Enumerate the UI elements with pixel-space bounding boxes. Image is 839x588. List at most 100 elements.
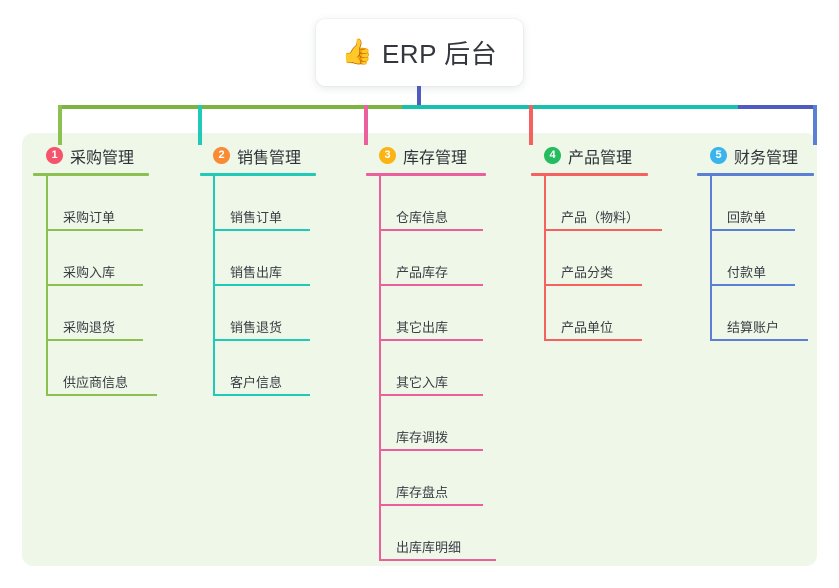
column-header-rule-1 [33, 173, 149, 176]
list-item-rule [379, 559, 496, 561]
list-item[interactable]: 采购订单 [46, 176, 149, 231]
list-item[interactable]: 其它入库 [379, 341, 486, 396]
list-item[interactable]: 产品分类 [544, 231, 648, 286]
column-spine-3 [379, 176, 381, 561]
column-badge-3: 3 [379, 147, 396, 164]
connector-drop-5 [813, 105, 817, 145]
list-item[interactable]: 结算账户 [710, 286, 814, 341]
list-item-label: 采购入库 [63, 265, 116, 280]
list-item-label: 产品库存 [396, 265, 449, 280]
list-item-label: 库存调拨 [396, 430, 449, 445]
column-header-rule-4 [531, 173, 648, 176]
list-item-label: 销售订单 [230, 210, 283, 225]
column-header-2[interactable]: 2 销售管理 [200, 143, 316, 168]
list-item-rule [379, 229, 483, 231]
list-item-rule [710, 229, 795, 231]
list-item-rule [213, 339, 310, 341]
column-title-1: 采购管理 [70, 149, 135, 167]
list-item[interactable]: 其它出库 [379, 286, 486, 341]
column-title-2: 销售管理 [237, 149, 302, 167]
list-item-label: 采购订单 [63, 210, 116, 225]
list-item[interactable]: 回款单 [710, 176, 814, 231]
list-item-rule [213, 229, 310, 231]
list-item-rule [379, 449, 483, 451]
list-item[interactable]: 库存盘点 [379, 451, 486, 506]
list-item-rule [710, 284, 795, 286]
list-item-label: 结算账户 [727, 320, 780, 335]
list-item-label: 其它入库 [396, 375, 449, 390]
list-item-rule [544, 284, 642, 286]
list-item-rule [46, 284, 143, 286]
list-item-rule [213, 394, 310, 396]
column-header-3[interactable]: 3 库存管理 [366, 143, 486, 168]
list-item-rule [213, 284, 310, 286]
column-4: 4 产品管理产品（物料） 产品分类产品单位 [531, 143, 662, 341]
column-title-5: 财务管理 [734, 149, 799, 167]
list-item-label: 销售退货 [230, 320, 283, 335]
column-2: 2 销售管理销售订单销售出库销售退货客户信息 [200, 143, 316, 396]
column-items-5: 回款单付款单结算账户 [697, 176, 814, 341]
connector-drop-4 [529, 105, 533, 145]
thumbs-up-icon: 👍 [341, 38, 373, 66]
list-item-label: 产品单位 [561, 320, 614, 335]
list-item[interactable]: 销售订单 [213, 176, 316, 231]
list-item[interactable]: 供应商信息 [46, 341, 157, 396]
column-3: 3 库存管理仓库信息产品库存其它出库其它入库库存调拨库存盘点出库库明细 [366, 143, 496, 561]
list-item-rule [379, 284, 483, 286]
list-item[interactable]: 采购退货 [46, 286, 149, 341]
list-item-label: 客户信息 [230, 375, 283, 390]
column-header-1[interactable]: 1 采购管理 [33, 143, 149, 168]
list-item[interactable]: 产品单位 [544, 286, 648, 341]
list-item-label: 产品分类 [561, 265, 614, 280]
root-node-content: 👍 ERP 后台 [342, 34, 497, 71]
list-item[interactable]: 销售出库 [213, 231, 316, 286]
list-item-label: 供应商信息 [63, 375, 129, 390]
column-items-3: 仓库信息产品库存其它出库其它入库库存调拨库存盘点出库库明细 [366, 176, 496, 561]
root-node-title: ERP 后台 [381, 39, 498, 69]
list-item[interactable]: 库存调拨 [379, 396, 486, 451]
content-panel [22, 133, 817, 566]
root-node-card[interactable]: 👍 ERP 后台 [316, 19, 523, 86]
list-item-label: 库存盘点 [396, 485, 449, 500]
connector-drop-2 [198, 105, 202, 145]
list-item-rule [544, 229, 662, 231]
column-title-4: 产品管理 [568, 149, 633, 167]
column-items-1: 采购订单采购入库采购退货供应商信息 [33, 176, 157, 396]
column-spine-4 [544, 176, 546, 341]
list-item-rule [46, 229, 143, 231]
list-item-rule [544, 339, 642, 341]
list-item[interactable]: 采购入库 [46, 231, 149, 286]
list-item-rule [379, 394, 483, 396]
column-badge-1: 1 [46, 147, 63, 164]
list-item-label: 销售出库 [230, 265, 283, 280]
list-item-rule [46, 339, 143, 341]
column-badge-4: 4 [544, 147, 561, 164]
column-spine-2 [213, 176, 215, 396]
list-item-label: 采购退货 [63, 320, 116, 335]
root-stem-line [417, 86, 421, 108]
list-item[interactable]: 客户信息 [213, 341, 316, 396]
list-item[interactable]: 仓库信息 [379, 176, 486, 231]
column-title-3: 库存管理 [403, 149, 468, 167]
list-item[interactable]: 销售退货 [213, 286, 316, 341]
list-item-label: 付款单 [727, 265, 767, 280]
list-item-label: 出库库明细 [396, 540, 462, 555]
bus-segment-left [58, 105, 402, 109]
list-item-label: 回款单 [727, 210, 767, 225]
list-item[interactable]: 付款单 [710, 231, 814, 286]
column-items-2: 销售订单销售出库销售退货客户信息 [200, 176, 316, 396]
column-header-rule-3 [366, 173, 486, 176]
column-header-rule-5 [697, 173, 814, 176]
column-items-4: 产品（物料） 产品分类产品单位 [531, 176, 662, 341]
column-badge-2: 2 [213, 147, 230, 164]
list-item-label: 其它出库 [396, 320, 449, 335]
list-item[interactable]: 产品（物料） [544, 176, 662, 231]
list-item[interactable]: 出库库明细 [379, 506, 496, 561]
column-header-4[interactable]: 4 产品管理 [531, 143, 648, 168]
list-item[interactable]: 产品库存 [379, 231, 486, 286]
list-item-label: 产品（物料） [561, 210, 640, 225]
list-item-rule [710, 339, 808, 341]
column-spine-1 [46, 176, 48, 396]
